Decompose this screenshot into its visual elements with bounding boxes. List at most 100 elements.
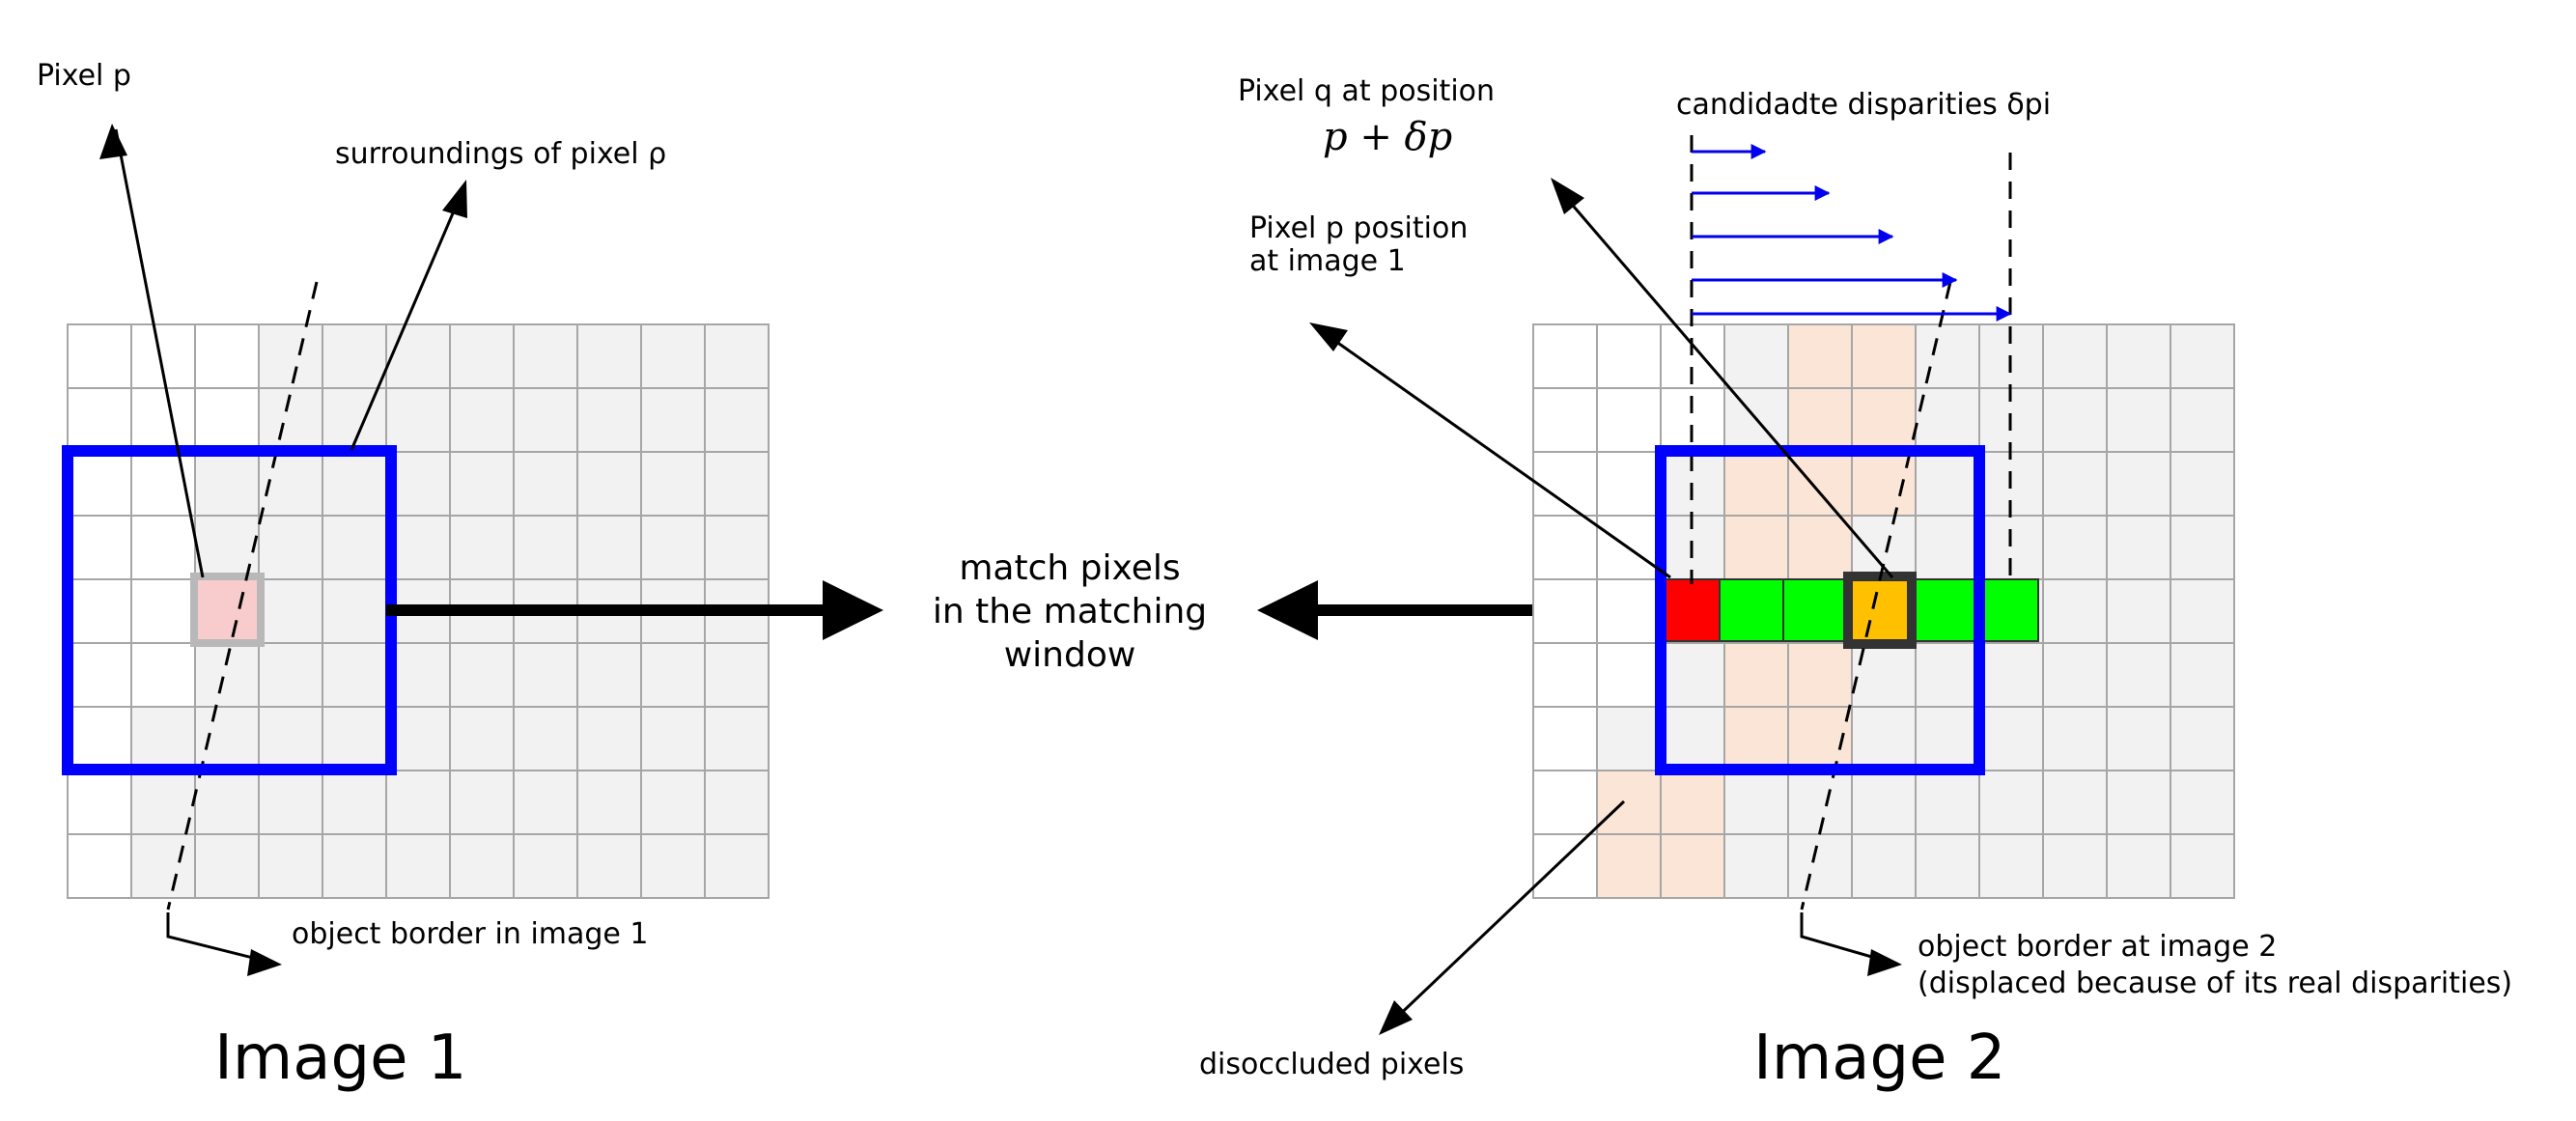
image1-grid-cell (449, 387, 515, 453)
object-border-2-pointer-head (1867, 949, 1902, 976)
image1-grid-cell (194, 451, 260, 517)
image2-grid-cell (2106, 323, 2171, 389)
image1-panel: Pixel p surroundings of pixel ρ object b… (37, 59, 770, 1094)
image2-grid-cell (1596, 833, 1662, 899)
image1-grid-cell (576, 323, 642, 389)
image1-grid-cell (258, 642, 323, 708)
image2-grid-cell (1532, 515, 1598, 580)
image2-grid-cell (1660, 642, 1725, 708)
arrow-to-center-head (823, 580, 883, 640)
pixel-p-position-label-line1: Pixel p position (1249, 211, 1468, 245)
pixel-q-formula: p + δp (1323, 115, 1452, 159)
image2-grid-cell (1787, 451, 1853, 517)
image1-grid-cell (258, 833, 323, 899)
image1-grid-cell (449, 642, 515, 708)
image1-grid-cell (258, 578, 323, 644)
image1-grid-cell (576, 387, 642, 453)
image2-grid-cell (2042, 578, 2108, 644)
image1-grid-cell (513, 451, 578, 517)
image2-grid-cell (1532, 642, 1598, 708)
image1-grid-cell (640, 706, 706, 771)
pixel-p-pointer-head (99, 124, 127, 159)
image2-grid-cell (1978, 706, 2044, 771)
image2-grid-cell (1532, 387, 1598, 453)
image2-grid-cell (1660, 833, 1725, 899)
image2-grid-cell (1596, 387, 1662, 453)
image1-title: Image 1 (214, 1023, 467, 1094)
image2-grid-cell (1787, 642, 1853, 708)
image1-grid-cell (322, 770, 387, 835)
image1-grid-cell (194, 770, 260, 835)
image1-grid-cell (513, 515, 578, 580)
image1-grid-cell (130, 642, 196, 708)
image1-grid-cell (449, 515, 515, 580)
image1-grid-cell (704, 387, 770, 453)
image2-grid-cell (2106, 642, 2171, 708)
pixel-p-position-label-line2: at image 1 (1249, 244, 1406, 278)
image1-grid-cell (576, 833, 642, 899)
image1-grid-cell (322, 578, 387, 644)
image2-grid-cell (2106, 451, 2171, 517)
candidate-pixel-row (1662, 572, 2039, 649)
image1-grid-cell (130, 833, 196, 899)
image1-grid-cell (67, 387, 132, 453)
image2-grid-cell (2106, 515, 2171, 580)
image2-grid-cell (1660, 770, 1725, 835)
image1-grid-cell (385, 833, 451, 899)
image2-grid-cell (2042, 323, 2108, 389)
image2-grid-cell (2106, 770, 2171, 835)
image2-grid-cell (1787, 515, 1853, 580)
image1-grid-cell (704, 770, 770, 835)
image2-grid-cell (2170, 770, 2235, 835)
image1-grid-cell (704, 642, 770, 708)
pixel-q-pointer (1560, 192, 1894, 578)
pixel-p-label-text: Pixel p (37, 59, 131, 93)
image1-grid-cell (385, 770, 451, 835)
image2-grid-cell (1915, 323, 1980, 389)
image2-grid-cell (1787, 323, 1853, 389)
center-match: match pixels in the matching window (386, 548, 1661, 675)
image2-grid-cell (2042, 515, 2108, 580)
image1-grid-cell (513, 323, 578, 389)
image2-grid-cell (1915, 770, 1980, 835)
disparity-arrows (1692, 144, 2012, 322)
disoccluded-pointer (1388, 799, 1626, 1025)
image1-grid-cell (258, 515, 323, 580)
image2-grid-cell (1787, 770, 1853, 835)
image1-grid-cell (67, 323, 132, 389)
image1-grid-cell (704, 515, 770, 580)
image2-grid-cell (2106, 578, 2171, 644)
image2-grid-cell (1787, 387, 1853, 453)
candidate-pixel (1719, 578, 1784, 642)
image2-grid-cell (1978, 833, 2044, 899)
image2-grid-cell (1596, 770, 1662, 835)
image1-grid-cell (322, 515, 387, 580)
image1-grid-cell (513, 642, 578, 708)
reference-pixel (1662, 578, 1721, 642)
image2-grid-cell (2170, 451, 2235, 517)
image1-grid-cell (130, 515, 196, 580)
image1-grid (67, 323, 770, 899)
image1-grid-cell (449, 770, 515, 835)
pixel-p-label: Pixel p (37, 59, 131, 93)
image2-grid-cell (1723, 323, 1789, 389)
image1-grid-cell (576, 451, 642, 517)
image2-grid-cell (1915, 515, 1980, 580)
image2-grid-cell (1851, 515, 1917, 580)
image1-grid-cell (67, 451, 132, 517)
image2-grid-cell (2106, 387, 2171, 453)
pixel-p-highlight (190, 573, 265, 647)
image1-grid-cell (640, 833, 706, 899)
image1-grid-cell (513, 387, 578, 453)
image2-grid-cell (2042, 387, 2108, 453)
candidate-pixel (1910, 578, 1975, 642)
image1-grid-cell (322, 833, 387, 899)
image2-grid-cell (1532, 706, 1598, 771)
image1-grid-cell (194, 323, 260, 389)
arrow-from-image2-head (1257, 580, 1318, 640)
image2-grid-cell (1915, 387, 1980, 453)
image1-grid-cell (449, 833, 515, 899)
image2-grid-cell (1596, 323, 1662, 389)
surroundings-pointer-head (442, 180, 467, 218)
